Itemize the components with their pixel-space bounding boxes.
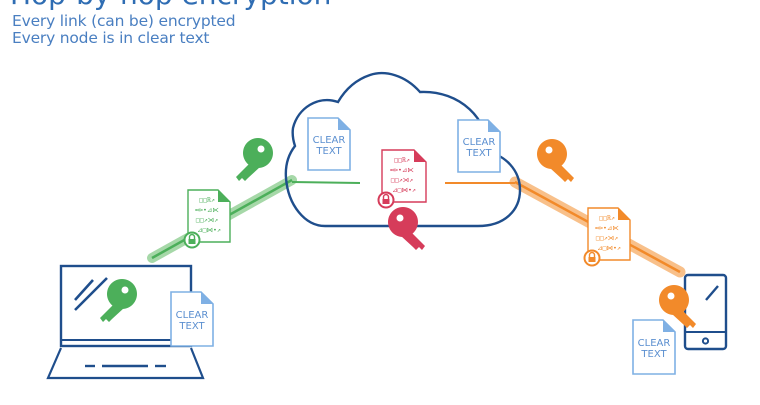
doc-label-line2: TEXT: [465, 148, 492, 159]
cloud-cleartext-doc-left: CLEAR TEXT: [307, 117, 351, 171]
lock-icon: [377, 191, 395, 209]
laptop-cleartext-doc: CLEAR TEXT: [170, 291, 214, 347]
phone-home-button: [701, 337, 710, 345]
glyph-row: ≕⊳•⊿⋉: [595, 224, 619, 232]
orange-link-key-icon: [536, 139, 574, 182]
screen-glare: [705, 285, 719, 301]
green-link-inner: [291, 181, 361, 184]
glyph-row: □□↗⋊↗: [596, 234, 618, 242]
laptop-base: [46, 347, 205, 380]
screen-glare: [74, 279, 94, 301]
glyph-row: □□↗⋊↗: [391, 176, 413, 184]
doc-label-line2: TEXT: [315, 146, 342, 157]
phone-key-icon: [658, 285, 696, 328]
subtitle-links-encrypted: Every link (can be) encrypted: [12, 12, 236, 30]
glyph-row: ≕⊳•⊿⋉: [195, 206, 219, 214]
glyph-row: □□ℝ↗: [199, 196, 215, 204]
green-link: [147, 175, 361, 263]
doc-label-line1: CLEAR: [313, 135, 346, 146]
page-title: Hop-by-hop encryption: [10, 0, 331, 11]
doc-label-line2: TEXT: [178, 321, 205, 332]
phone-node: [683, 273, 728, 351]
glyph-row: ⊿□⋈•↗: [597, 244, 621, 252]
phone-cleartext-doc: CLEAR TEXT: [632, 319, 676, 375]
doc-label-line2: TEXT: [640, 349, 667, 360]
glyph-row: □□ℝ↗: [394, 156, 410, 164]
green-encrypted-doc: □□ℝ↗ ≕⊳•⊿⋉ □□↗⋊↗ ⊿□⋈•↗: [183, 189, 231, 249]
subtitle-nodes-clear: Every node is in clear text: [12, 29, 210, 47]
lock-icon: [583, 249, 601, 267]
glyph-row: ≕⊳•⊿⋉: [390, 166, 414, 174]
lock-icon: [183, 231, 201, 249]
green-link-key-icon: [236, 138, 273, 181]
cloud-key-icon: [387, 207, 425, 250]
glyph-row: □□↗⋊↗: [196, 216, 218, 224]
glyph-row: ⊿□⋈•↗: [197, 226, 221, 234]
glyph-row: ⊿□⋈•↗: [392, 186, 416, 194]
cloud-cleartext-doc-right: CLEAR TEXT: [457, 119, 501, 173]
doc-label-line1: CLEAR: [638, 338, 671, 349]
cloud-encrypted-doc: □□ℝ↗ ≕⊳•⊿⋉ □□↗⋊↗ ⊿□⋈•↗: [377, 149, 427, 209]
doc-label-line1: CLEAR: [463, 137, 496, 148]
orange-encrypted-doc: □□ℝ↗ ≕⊳•⊿⋉ □□↗⋊↗ ⊿□⋈•↗: [583, 207, 631, 267]
doc-label-line1: CLEAR: [176, 310, 209, 321]
phone-body: [683, 273, 728, 351]
screen-glare: [74, 277, 108, 311]
laptop-key-icon: [100, 279, 137, 322]
glyph-row: □□ℝ↗: [599, 214, 615, 222]
cloud-node: [284, 71, 522, 228]
